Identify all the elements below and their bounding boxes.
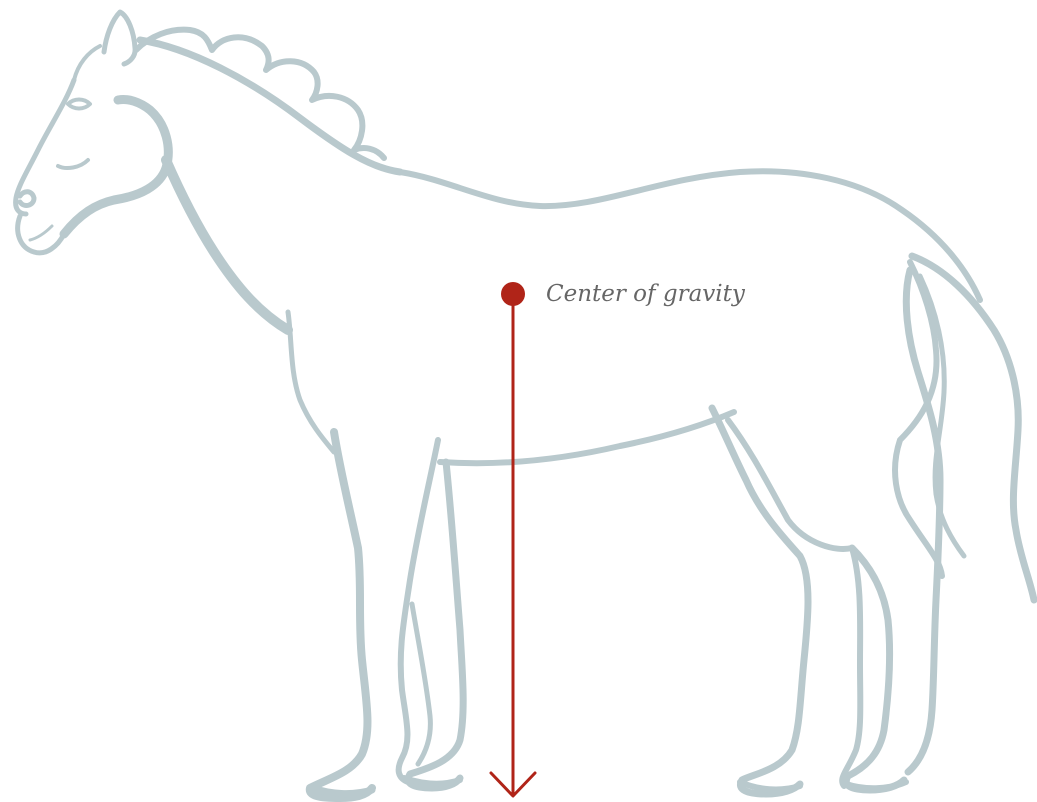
horse-hoof-near-hind [846,782,906,788]
horse-illustration [16,12,1034,798]
horse-hind-legs [712,262,942,794]
horse-tail-inner [920,276,964,556]
center-of-gravity-label: Center of gravity [546,281,746,307]
horse-cheek [58,160,88,168]
horse-hoof-far-hind [740,782,800,789]
horse-foreleg-near-front [310,432,372,798]
horse-hoof-near-front [312,788,372,794]
horse-neck-front [166,160,288,330]
horse-chest [288,312,334,452]
horse-eye [68,100,90,109]
horse-forelock [74,46,100,80]
horse-belly [440,412,734,463]
horse-hoof-far-front [404,778,460,784]
center-of-gravity-dot [501,282,525,306]
horse-head [16,12,169,253]
horse-mouth [30,226,52,240]
horse-nostril [20,192,34,206]
horse-foreleg-far-back [412,604,430,764]
horse-ear [104,12,135,64]
center-of-gravity-marker: Center of gravity [491,281,746,796]
horse-front-legs [310,432,463,798]
